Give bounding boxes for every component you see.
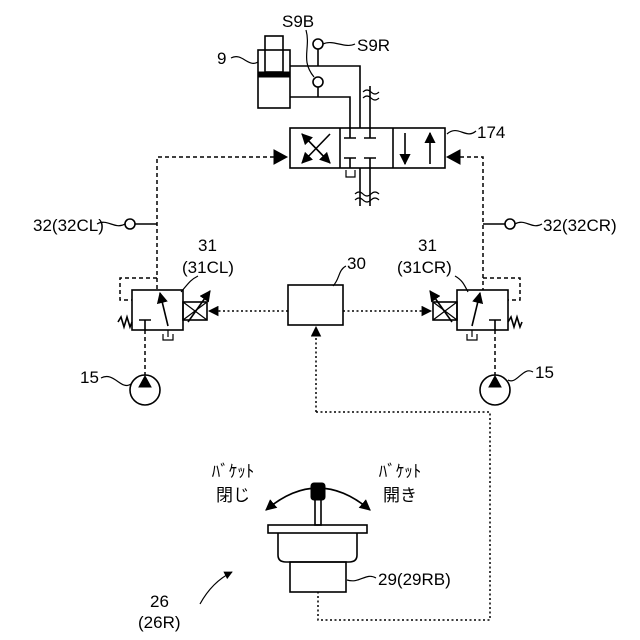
pilot-feedback-right [483, 278, 520, 300]
bottom-pressure-sensor [313, 77, 323, 97]
pump-right-label: 15 [535, 363, 554, 382]
pilot-valve-left-number: 31 [198, 236, 217, 255]
pilot-line-right [460, 157, 483, 290]
main-control-valve [290, 128, 445, 177]
pilot-valve-left-leader-line [181, 276, 198, 292]
sensor-bottom-leader-line [306, 30, 314, 77]
lever-stem [315, 498, 321, 525]
controller-leader-line [333, 266, 346, 286]
valve-flow-arrow [160, 293, 168, 326]
spring-symbol [508, 317, 522, 327]
operating-device-id: (26R) [138, 613, 181, 632]
pressure-sensor-right-label: 32(32CR) [543, 216, 617, 235]
lever-sensor-label: 29(29RB) [378, 570, 451, 589]
valve-tank-symbol [346, 170, 355, 177]
lever-top-plate [268, 525, 367, 533]
cylinder-body [258, 50, 290, 108]
pump-left-leader-line [101, 376, 131, 385]
drain-symbol [163, 330, 173, 340]
cylinder-rod [265, 36, 283, 72]
bucket-close-label-line2: 閉じ [216, 486, 250, 505]
operating-lever [268, 483, 367, 592]
pilot-valve-left [118, 278, 210, 340]
operating-device-pointer-arrow [200, 572, 232, 604]
controller-label: 30 [347, 254, 366, 273]
valve-blocked-ports [344, 128, 376, 168]
pilot-pump-right [480, 375, 510, 405]
pilot-pump-left [130, 375, 160, 405]
sensor-rod-leader-line [323, 43, 355, 46]
controller-box [288, 285, 343, 325]
bucket-open-label-line2: 開き [383, 486, 417, 505]
pressure-sensor-left [125, 219, 157, 229]
lever-sensor-block [290, 562, 346, 592]
valve-flow-arrow [472, 293, 480, 326]
sensor-rod-label: S9R [357, 36, 390, 55]
valve-blocked-port [139, 320, 151, 330]
pilot-valve-right [430, 278, 522, 340]
cylinder-label: 9 [217, 49, 226, 68]
pipe-break-mark-bottom [355, 192, 379, 202]
sensor-bottom-label: S9B [282, 12, 314, 31]
pilot-port-right-triangle [447, 150, 460, 164]
hydraulic-cylinder [258, 36, 290, 108]
pressure-sensor-right [483, 219, 515, 229]
pump-left-label: 15 [80, 368, 99, 387]
main-valve-leader-line [447, 131, 476, 134]
lever-body [278, 533, 357, 562]
cylinder-piston [258, 72, 290, 77]
valve-blocked-port [489, 320, 501, 330]
drain-symbol [467, 330, 477, 340]
bottom-side-pipe [290, 97, 350, 128]
lever-sensor-leader-line [347, 576, 376, 581]
spring-symbol [118, 317, 132, 327]
pump-right-leader-line [508, 371, 533, 381]
main-valve-label: 174 [477, 123, 505, 142]
pilot-valve-right-number: 31 [418, 236, 437, 255]
pilot-valve-right-id: (31CR) [397, 258, 452, 277]
operating-device-number: 26 [150, 592, 169, 611]
pressure-sensor-left-label: 32(32CL) [33, 216, 104, 235]
lever-knob [311, 483, 325, 500]
bucket-open-label-line1: ﾊﾞｹｯﾄ [379, 462, 422, 481]
pilot-valve-left-id: (31CL) [182, 258, 234, 277]
bucket-close-label-line1: ﾊﾞｹｯﾄ [212, 462, 255, 481]
cylinder-leader-line [231, 57, 258, 64]
rod-pressure-sensor [313, 39, 323, 66]
pilot-port-left-triangle [274, 150, 287, 164]
pipe-break-mark-top [363, 90, 379, 100]
pilot-feedback-left [120, 278, 157, 300]
pressure-sensor-right-leader-line [515, 222, 542, 225]
